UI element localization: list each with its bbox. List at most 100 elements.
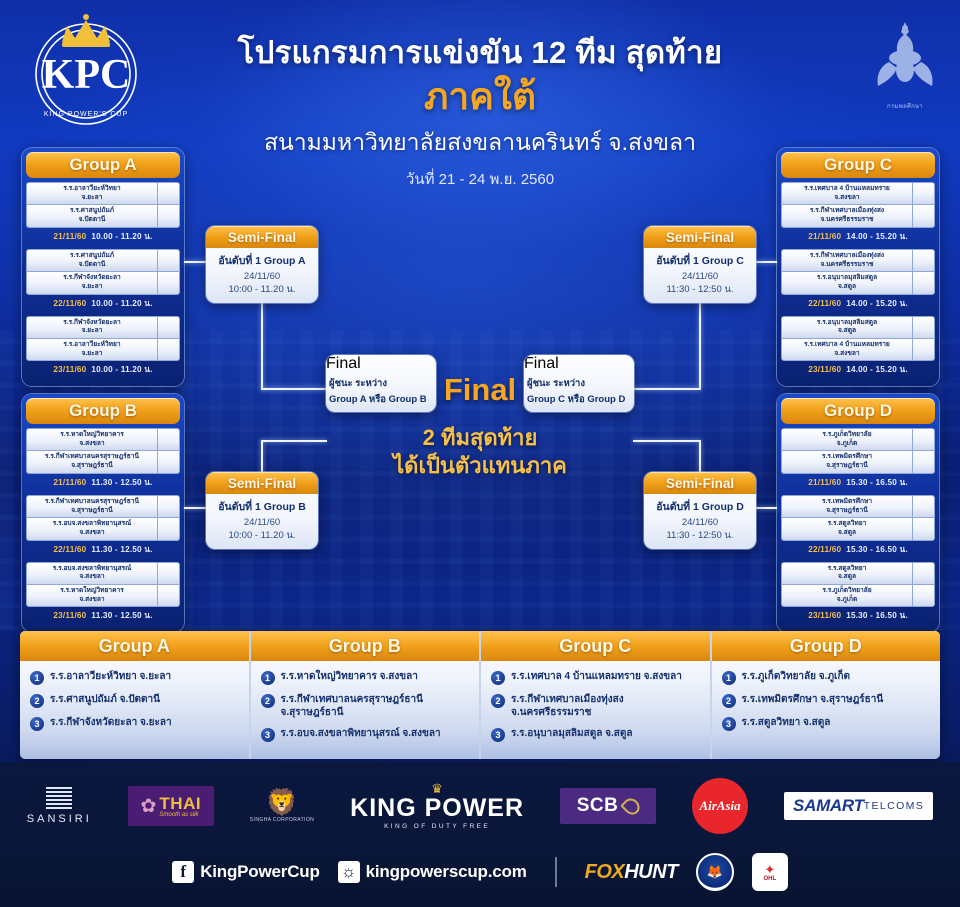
airasia-label: AirAsia [699, 798, 741, 813]
foxhunt-label-part-2: HUNT [624, 860, 678, 883]
singha-corporation-logo: 🦁 SINGHA CORPORATION [250, 789, 314, 823]
match-time: 14.00 - 15.20 น. [846, 365, 908, 375]
group-a-header-label: Group A [69, 155, 137, 174]
score-cell [157, 585, 179, 607]
list-item: 2 ร.ร.กีฬาเทศบาลเมืองทุ่งสงจ.นครศรีธรรมร… [491, 693, 702, 719]
semifinal-c-qualifier: อันดับที่ 1 Group C [656, 255, 744, 267]
final-box-right: Final ผู้ชนะ ระหว่าง Group C หรือ Group … [524, 355, 634, 412]
king-power-label: KING POWER [350, 794, 525, 823]
group-b-schedule-card: Group B ร.ร.หาดใหญ่วิทยาคารจ.สงขลา ร.ร.ก… [22, 394, 184, 633]
score-cell [157, 339, 179, 361]
team-name: ร.ร.เทศบาล 4 บ้านแหลมทรายจ.สงขลา [804, 185, 890, 201]
semifinal-box-d: Semi-Final อันดับที่ 1 Group D 24/11/60 … [644, 472, 756, 549]
venue-text: สนามมหาวิทยาลัยสงขลานครินทร์ จ.สงขลา [263, 128, 697, 155]
match-row: ร.ร.กีฬาเทศบาลนครสุราษฎร์ธานีจ.สุราษฎร์ธ… [26, 494, 180, 559]
semifinal-d-date: 24/11/60 [681, 517, 719, 528]
group-d-header-label: Group D [824, 401, 892, 420]
connector-final-right-in-top [633, 388, 699, 390]
king-powers-cup-logo: KPC KING POWER'S CUP [22, 12, 150, 132]
foxhunt-label-part-1: FOX [584, 860, 625, 883]
score-cell [157, 451, 179, 473]
connector-final-left-in-top [261, 388, 327, 390]
score-cell [912, 518, 934, 540]
group-b-header: Group B [26, 398, 180, 424]
sansiri-label: SANSIRI [26, 813, 92, 825]
match-row: ร.ร.อบจ.สงขลาพิทยานุสรณ์จ.สงขลา ร.ร.หาดใ… [26, 561, 180, 626]
samart-telcoms-logo: SAMART TELCOMS [784, 792, 934, 820]
website-link[interactable]: ☼ kingpowerscup.com [337, 861, 527, 883]
team-name: ร.ร.สตูลวิทยาจ.สตูล [827, 520, 867, 536]
rank-badge: 3 [491, 728, 505, 742]
foxhunt-logo: FOXHUNT [584, 860, 679, 884]
sponsor-strip: SANSIRI ✿ THAI Smooth as silk 🦁 SINGHA C… [0, 762, 960, 907]
thai-label: THAI [159, 793, 202, 813]
final-left-header: Final [326, 355, 361, 372]
score-cell [912, 495, 934, 518]
roster-team-name: ร.ร.กีฬาจังหวัดยะลา จ.ยะลา [50, 717, 172, 728]
match-row: ร.ร.สตูลวิทยาจ.สตูล ร.ร.ภูเก็ตวิทยาลัยจ.… [781, 561, 935, 626]
final-left-line-2: Group A หรือ Group B [329, 394, 427, 405]
match-date: 22/11/60 [53, 544, 87, 554]
semifinal-d-qualifier: อันดับที่ 1 Group D [656, 501, 744, 513]
score-cell [157, 316, 179, 339]
score-cell [912, 585, 934, 607]
leicester-city-fc-crest: 🦊 [695, 853, 734, 891]
semifinal-b-qualifier: อันดับที่ 1 Group B [218, 501, 306, 513]
semifinal-c-time: 11:30 - 12:50 น. [666, 284, 734, 295]
match-time: 10.00 - 11.20 น. [91, 365, 153, 375]
final-right-line-1: ผู้ชนะ ระหว่าง [527, 378, 586, 389]
team-name: ร.ร.อบจ.สงขลาพิทยานุสรณ์จ.สงขลา [52, 564, 132, 581]
score-cell [912, 451, 934, 473]
match-time: 14.00 - 15.20 น. [846, 231, 908, 241]
king-power-tagline: KING OF DUTY FREE [384, 822, 491, 830]
team-name: ร.ร.สตูลวิทยาจ.สตูล [827, 564, 867, 581]
match-date: 21/11/60 [808, 231, 842, 241]
team-name: ร.ร.หาดใหญ่วิทยาคารจ.สงขลา [60, 587, 124, 603]
facebook-link[interactable]: f KingPowerCup [172, 861, 320, 883]
match-date: 21/11/60 [808, 477, 842, 487]
connector-group-b [184, 507, 208, 509]
team-name: ร.ร.อนุบาลมุสลิมสตูลจ.สตูล [816, 318, 878, 335]
list-item: 3 ร.ร.อบจ.สงขลาพิทยานุสรณ์ จ.สงขลา [260, 727, 472, 742]
scb-leaf-icon [620, 794, 644, 818]
match-row: ร.ร.กีฬาเทศบาลเมืองทุ่งสงจ.นครศรีธรรมราช… [781, 248, 935, 313]
match-row: ร.ร.กีฬาจังหวัดยะลาจ.ยะลา ร.ร.อาลาวียะห์… [26, 315, 180, 380]
sponsor-row-social: f KingPowerCup ☼ kingpowerscup.com FOXHU… [0, 846, 960, 898]
match-time: 14.00 - 15.20 น. [846, 298, 908, 308]
match-row: ร.ร.เทพมิตรศึกษาจ.สุราษฎร์ธานี ร.ร.สตูลว… [781, 494, 935, 559]
score-cell [157, 562, 179, 585]
svg-text:KING POWER'S CUP: KING POWER'S CUP [44, 111, 128, 118]
list-item: 3 ร.ร.สตูลวิทยา จ.สตูล [721, 716, 933, 731]
roster-team-name: ร.ร.อนุบาลมุสลิมสตูล จ.สตูล [511, 728, 633, 739]
roster-team-name: ร.ร.เทศบาล 4 บ้านแหลมทราย จ.สงขลา [511, 671, 682, 682]
group-d-schedule-card: Group D ร.ร.ภูเก็ตวิทยาลัยจ.ภูเก็ต ร.ร.เ… [777, 394, 939, 633]
match-row: ร.ร.หาดใหญ่วิทยาคารจ.สงขลา ร.ร.กีฬาเทศบา… [26, 428, 180, 492]
thai-airways-logo: ✿ THAI Smooth as silk [127, 786, 214, 826]
team-name: ร.ร.ศาสนูปถัมภ์จ.ปัตตานี [69, 207, 115, 224]
roster-team-name: ร.ร.อบจ.สงขลาพิทยานุสรณ์ จ.สงขลา [280, 728, 441, 739]
roster-team-name: ร.ร.เทพมิตรศึกษา จ.สุราษฎร์ธานี [741, 694, 884, 705]
team-name: ร.ร.อบจ.สงขลาพิทยานุสรณ์จ.สงขลา [52, 520, 132, 536]
team-name: ร.ร.ศาสนูปถัมภ์จ.ปัตตานี [69, 251, 115, 268]
final-box-left: Final ผู้ชนะ ระหว่าง Group A หรือ Group … [326, 355, 436, 412]
score-cell [157, 495, 179, 518]
star-icon: ✦ [764, 861, 776, 877]
connector-sf-a-vertical [261, 300, 263, 390]
semifinal-a-qualifier: อันดับที่ 1 Group A [218, 255, 306, 267]
roster-column-d: Group D 1 ร.ร.ภูเก็ตวิทยาลัย จ.ภูเก็ต 2 … [709, 631, 940, 759]
group-c-matches: ร.ร.เทศบาล 4 บ้านแหลมทรายจ.สงขลา ร.ร.กีฬ… [781, 182, 935, 379]
score-cell [157, 518, 179, 540]
date-range-text: วันที่ 21 - 24 พ.ย. 2560 [405, 170, 555, 188]
match-time: 15.30 - 16.50 น. [846, 611, 908, 621]
semifinal-box-a: Semi-Final อันดับที่ 1 Group A 24/11/60 … [206, 226, 318, 303]
group-d-matches: ร.ร.ภูเก็ตวิทยาลัยจ.ภูเก็ต ร.ร.เทพมิตรศึ… [781, 428, 935, 625]
samart-label: SAMART [793, 796, 864, 815]
match-row: ร.ร.เทศบาล 4 บ้านแหลมทรายจ.สงขลา ร.ร.กีฬ… [781, 182, 935, 246]
connector-group-a [184, 261, 208, 263]
semifinal-box-c: Semi-Final อันดับที่ 1 Group C 24/11/60 … [644, 226, 756, 303]
final-subtitle: 2 ทีมสุดท้าย ได้เป็นตัวแทนภาค [330, 424, 630, 479]
team-name: ร.ร.อาลาวียะห์วิทยาจ.ยะลา [63, 341, 121, 357]
facebook-icon: f [172, 861, 195, 883]
ohl-leuven-crest: ✦ OHL [751, 853, 788, 891]
